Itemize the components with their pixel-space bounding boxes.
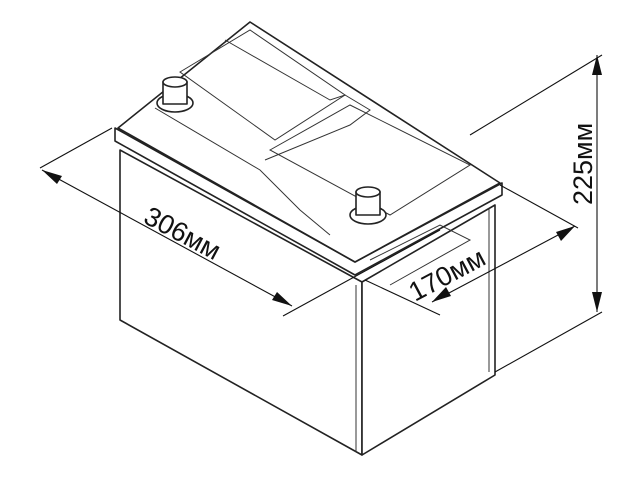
terminal-positive bbox=[349, 186, 387, 225]
battery-lid bbox=[114, 21, 503, 286]
dimension-width bbox=[364, 184, 579, 316]
height-label: 225мм bbox=[568, 123, 598, 205]
dimension-height bbox=[469, 54, 603, 373]
terminal-negative bbox=[156, 76, 194, 113]
battery-body bbox=[119, 149, 496, 456]
dimension-length bbox=[39, 127, 441, 317]
